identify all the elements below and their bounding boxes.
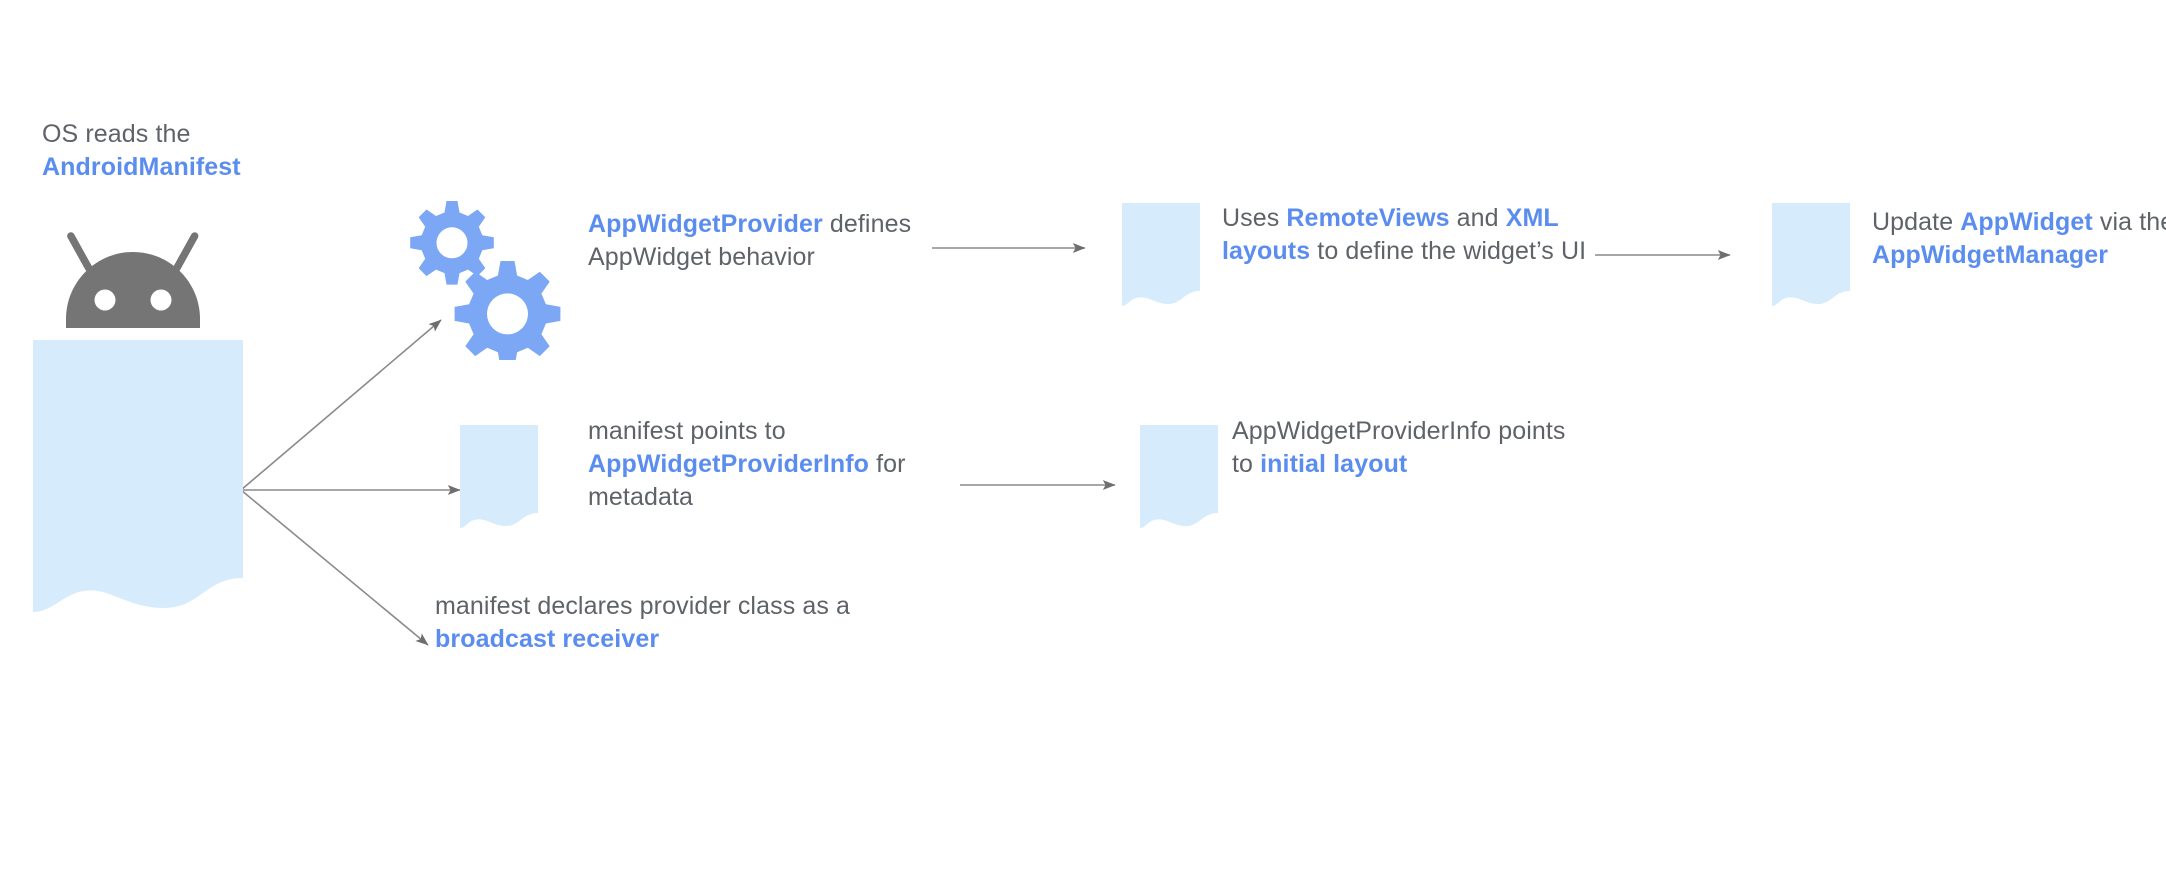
broadcast-receiver-caption: manifest declares provider class as a br…: [435, 590, 935, 656]
remote-views-keyword-1: RemoteViews: [1286, 204, 1450, 232]
initial-layout-keyword: initial layout: [1260, 450, 1408, 478]
provider-caption: AppWidgetProvider defines AppWidget beha…: [588, 208, 918, 274]
initial-layout-text-before: AppWidgetProviderInfo points to: [1232, 417, 1573, 478]
app-widget-provider-info-document: [460, 425, 538, 528]
remote-views-document: [1122, 203, 1200, 306]
update-widget-keyword-1: AppWidget: [1960, 208, 2093, 236]
provider-keyword: AppWidgetProvider: [588, 210, 823, 238]
provider-info-keyword: AppWidgetProviderInfo: [588, 450, 870, 478]
app-widget-manager-document: [1772, 203, 1850, 306]
update-widget-caption: Update AppWidget via the AppWidgetManage…: [1872, 206, 2166, 272]
remote-views-keyword-2: XML layouts: [1222, 204, 1566, 265]
remote-views-text-middle: and: [1449, 204, 1506, 232]
android-manifest-document: [33, 340, 243, 612]
provider-info-caption: manifest points to AppWidgetProviderInfo…: [588, 415, 988, 514]
update-widget-text-before: Update: [1872, 208, 1961, 236]
provider-info-text-after: for metadata: [588, 450, 913, 511]
remote-views-text-after: to define the widget’s UI: [1310, 237, 1587, 265]
manifest-caption-keyword: AndroidManifest: [42, 153, 241, 181]
initial-layout-caption: AppWidgetProviderInfo points to initial …: [1232, 415, 1572, 481]
update-widget-keyword-2: AppWidgetManager: [1872, 241, 2109, 269]
initial-layout-document: [1140, 425, 1218, 528]
broadcast-receiver-text-before: manifest declares provider class as a: [435, 592, 858, 620]
remote-views-text-before: Uses: [1222, 204, 1287, 232]
manifest-caption-line1: OS reads the: [42, 120, 191, 148]
gears-icon: [410, 201, 561, 360]
connector-manifest-to-broadcast-receiver: [240, 489, 429, 646]
provider-text: defines AppWidget behavior: [588, 210, 917, 271]
remote-views-caption: Uses RemoteViews and XML layouts to defi…: [1222, 202, 1602, 268]
broadcast-receiver-keyword: broadcast receiver: [435, 625, 660, 653]
update-widget-text-middle: via the: [2099, 208, 2166, 236]
provider-info-text-before: manifest points to: [588, 417, 793, 445]
android-robot-icon: [66, 232, 200, 328]
